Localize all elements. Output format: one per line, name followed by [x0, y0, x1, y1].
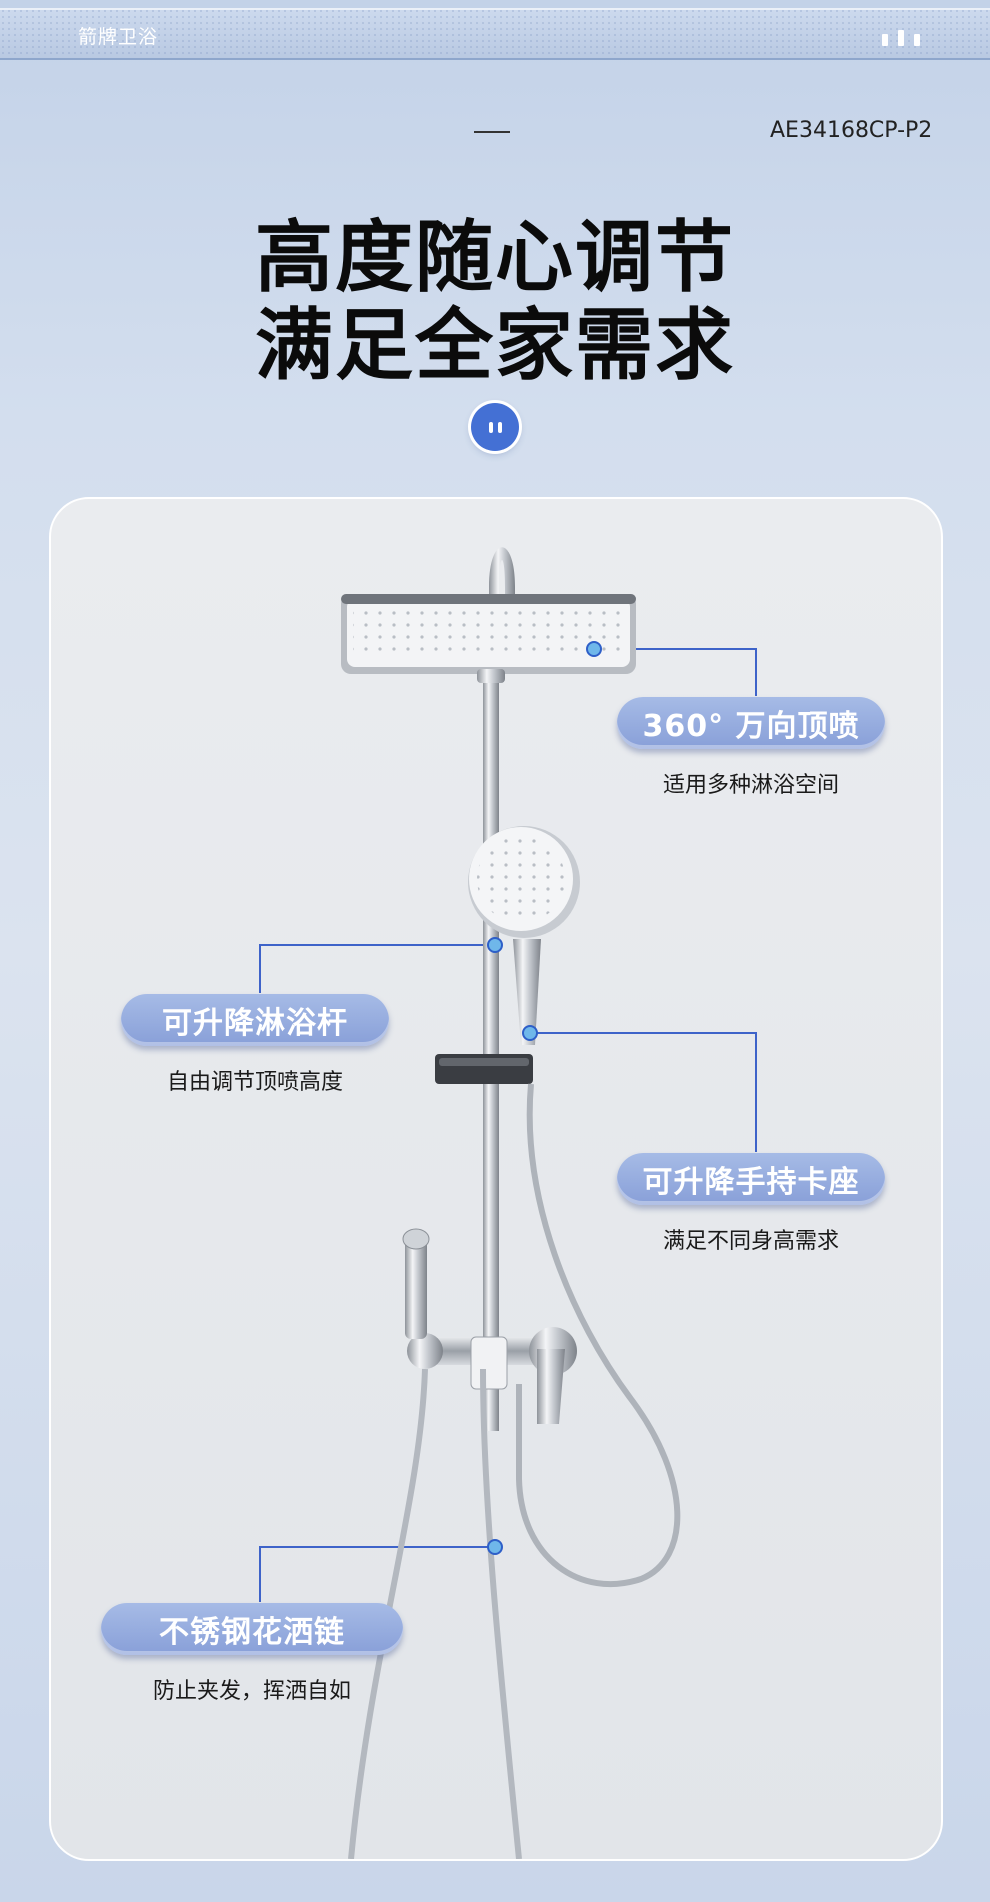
feature-sub-overhead: 适用多种淋浴空间 — [662, 773, 839, 798]
brand-name: 箭牌卫浴 — [78, 26, 159, 48]
feature-pill-holder: 可升降手持卡座 — [617, 1153, 885, 1205]
top-bar: 箭牌卫浴 — [0, 8, 990, 60]
feature-pill-pole: 可升降淋浴杆 — [121, 994, 389, 1046]
feature-pill-overhead: 360° 万向顶喷 — [617, 697, 885, 749]
shower-illustration — [259, 547, 757, 1859]
decorative-dash — [474, 131, 510, 133]
headline-line-1: 高度随心调节 — [254, 213, 735, 303]
menu-bars-icon[interactable] — [882, 30, 920, 46]
model-code: AE34168CP-P2 — [770, 118, 933, 143]
feature-sub-holder: 满足不同身高需求 — [662, 1229, 839, 1254]
feature-sub-hose: 防止夹发，挥洒自如 — [152, 1679, 351, 1704]
headline-line-2: 满足全家需求 — [254, 301, 735, 391]
scroll-badge-icon — [471, 403, 519, 451]
feature-pill-hose: 不锈钢花洒链 — [101, 1603, 403, 1655]
feature-sub-pole: 自由调节顶喷高度 — [166, 1070, 343, 1095]
product-card: 360° 万向顶喷 适用多种淋浴空间 可升降淋浴杆 自由调节顶喷高度 可升降手持… — [49, 497, 943, 1861]
